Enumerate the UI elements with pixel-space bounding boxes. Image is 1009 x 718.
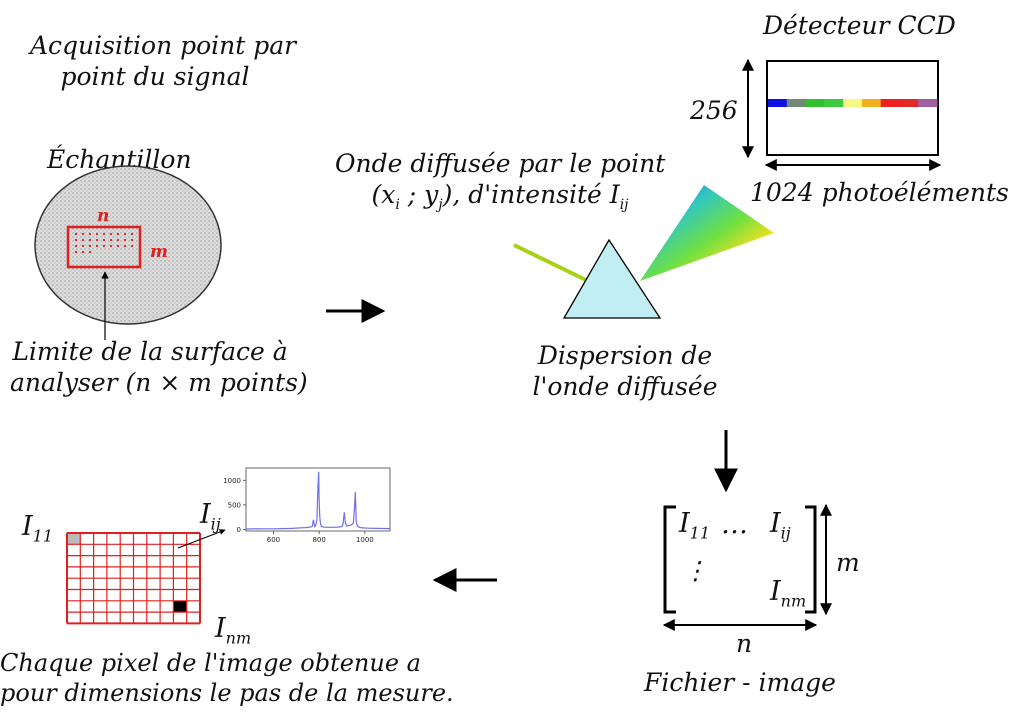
wave-line2: (xi ; yj), d'intensité Iij [371,180,629,214]
matrix-vdots: ⋮ [683,556,708,585]
ccd-stripe-segment [843,99,863,107]
y-tick-label: 0 [237,526,241,534]
analysis-point [81,232,85,236]
x-tick-label: 600 [267,536,280,544]
acquisition-line2: point du signal [60,62,250,92]
x-tick-label: 800 [312,536,325,544]
ccd-width-label: 1024 photoéléments [750,178,1009,207]
analysis-point [109,244,113,248]
analysis-point [95,232,99,236]
ccd-stripe-segment [880,99,900,107]
matrix-caption: Fichier - image [644,668,836,697]
pixel-first [67,533,81,545]
acquisition-line1: Acquisition point par [30,31,297,60]
x-tick-label: 1000 [356,536,374,544]
sample-n-label: n [97,206,109,226]
grid-inm: Inm [215,613,252,648]
analysis-point [81,244,85,248]
dispersed-beam [640,185,774,281]
grid-caption: Chaque pixel de l'image obtenue a pour d… [0,648,454,708]
spectrum-chart: 600 800 1000 0 500 1000 [223,467,391,544]
matrix-n-label: n [736,629,753,658]
ccd-height-label: 256 [690,96,738,125]
analysis-point [74,250,78,254]
ccd-title: Détecteur CCD [763,11,956,40]
incident-beam [513,243,591,284]
sample-m-label: m [150,242,168,262]
analysis-point [95,238,99,242]
spectrum-frame [245,467,391,532]
matrix-dots: … [721,509,748,540]
analysis-point [109,238,113,242]
analysis-point [123,244,127,248]
pixel-grid [66,532,201,625]
ccd-stripe-segment [861,99,882,107]
matrix-right-bracket [805,505,817,614]
analysis-zone [66,225,142,269]
analysis-point [88,244,92,248]
matrix-i11: I11 [679,508,711,543]
ccd-stripe-segment [805,99,825,107]
analysis-point [130,238,134,242]
y-tick-label: 1000 [223,477,241,485]
analysis-point [81,238,85,242]
matrix-iij: Iij [770,508,791,543]
ccd-stripe-segment [899,99,919,107]
sample-ellipse [34,165,222,325]
analysis-point [130,232,134,236]
analysis-point [102,238,106,242]
analysis-point [123,232,127,236]
ccd-stripe-segment [768,99,788,107]
analysis-points [74,232,134,254]
spectrum-ticks: 600 800 1000 0 500 1000 [223,477,374,544]
dispersion-caption: Dispersion de l'onde diffusée [520,340,730,403]
matrix-left-bracket [663,505,676,614]
analysis-point [116,232,120,236]
y-tick-label: 500 [228,501,241,509]
analysis-point [95,244,99,248]
ccd-stripe [768,99,938,107]
analysis-point [102,244,106,248]
analysis-point [88,250,92,254]
ccd-detector [766,60,939,156]
analysis-point [74,238,78,242]
matrix-m-label: m [836,548,860,577]
dispersion-line2: l'onde diffusée [532,372,718,402]
grid-i11: I11 [22,511,54,546]
analysis-point [130,244,134,248]
diagram-graphics: n m 600 800 1000 0 500 1000 [34,58,942,631]
grid-caption-line2: pour dimensions le pas de la mesure. [0,679,454,707]
analysis-point [102,232,106,236]
dispersion-line1: Dispersion de [537,341,713,370]
analysis-point [116,244,120,248]
spectrum-series [245,471,391,530]
analysis-point [123,238,127,242]
pixel-pointer [177,529,226,549]
pixel-last [173,600,187,613]
analysis-point [81,250,85,254]
analysis-point [109,232,113,236]
limit-line2: analyser (n × m points) [10,368,308,398]
grid-caption-line1: Chaque pixel de l'image obtenue a [0,649,421,677]
matrix-inm: Inm [770,576,807,611]
wave-caption: Onde diffusée par le point (xi ; yj), d'… [335,148,665,215]
limit-line1: Limite de la surface à [12,337,288,366]
analysis-point [74,244,78,248]
ccd-stripe-segment [824,99,844,107]
analysis-point [88,232,92,236]
ccd-stripe-segment [918,99,938,107]
analysis-point [74,232,78,236]
wave-line1: Onde diffusée par le point [335,149,666,178]
analysis-point [88,238,92,242]
analysis-point [116,238,120,242]
acquisition-title: Acquisition point par point du signal [30,30,297,93]
grid-iij: Iij [200,499,221,534]
prism [562,238,662,319]
ccd-stripe-segment [786,99,807,107]
limit-caption: Limite de la surface à analyser (n × m p… [10,336,308,399]
